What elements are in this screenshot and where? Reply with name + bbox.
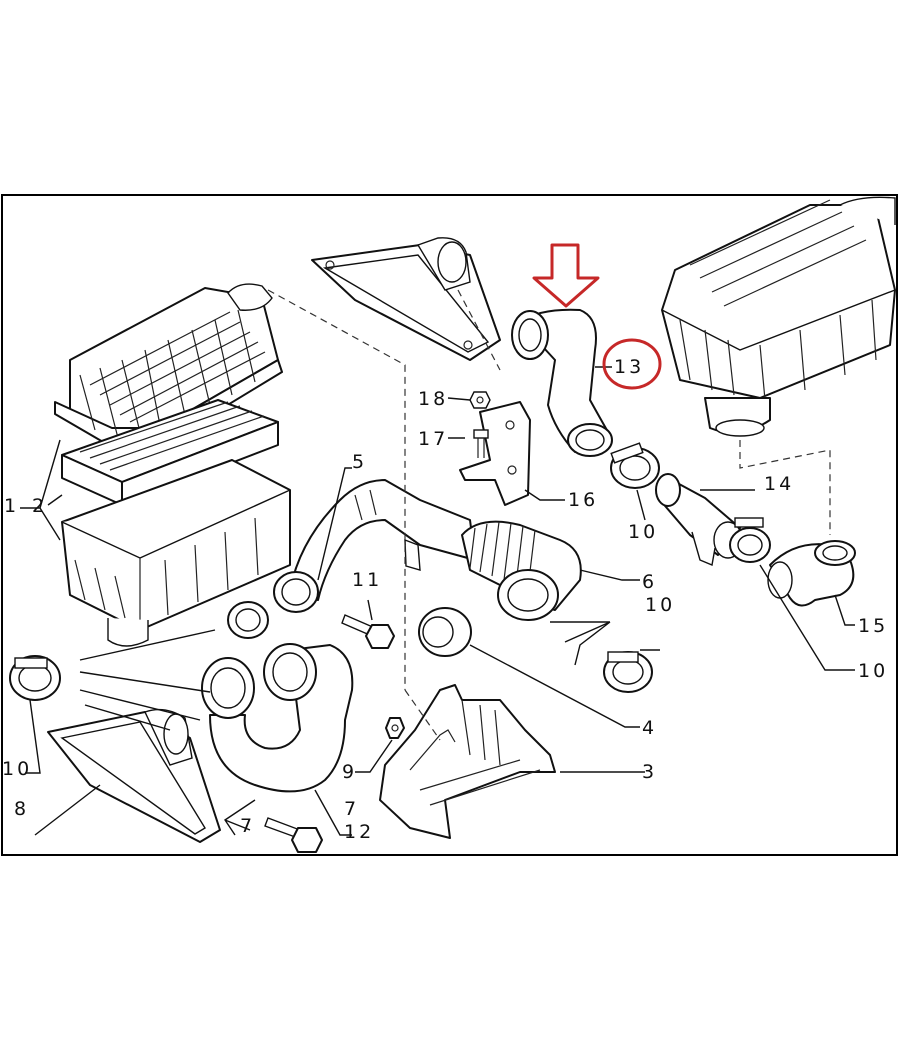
ring-part-4 bbox=[418, 607, 472, 657]
callout-4: 4 bbox=[642, 717, 657, 739]
callout-3: 3 bbox=[642, 761, 657, 783]
bolt-part-12 bbox=[264, 817, 323, 853]
bolt-part-11 bbox=[341, 614, 395, 649]
dashed-alignment-line-right bbox=[739, 440, 831, 535]
long-hose-part-5 bbox=[289, 479, 476, 601]
hose-clamp-part-10-upper bbox=[610, 442, 660, 489]
ring-seal-left bbox=[227, 571, 319, 639]
callout-12: 12 bbox=[344, 821, 374, 843]
callout-17: 17 bbox=[418, 428, 448, 450]
diagram-frame bbox=[1, 194, 898, 856]
dashed-alignment-line bbox=[457, 289, 501, 371]
callout-2: 2 bbox=[32, 495, 47, 517]
u-hose-part-7 bbox=[201, 643, 354, 793]
clip-part-9 bbox=[385, 717, 405, 739]
hose-clamp-part-10-center bbox=[603, 651, 653, 693]
callout-10-left: 10 bbox=[2, 758, 32, 780]
callout-14: 14 bbox=[764, 473, 794, 495]
dashed-line-1 bbox=[267, 289, 406, 690]
callout-10-center: 10 bbox=[645, 594, 675, 616]
callout-6: 6 bbox=[642, 571, 657, 593]
callout-10-right: 10 bbox=[858, 660, 888, 682]
callout-15: 15 bbox=[858, 615, 888, 637]
air-flow-meter-part-14 bbox=[655, 473, 743, 566]
cover-plate-part-3 bbox=[379, 684, 556, 839]
highlight-circle bbox=[602, 338, 662, 390]
callout-11: 11 bbox=[352, 569, 382, 591]
callout-13: 13 bbox=[614, 356, 644, 378]
nut-part-18 bbox=[469, 391, 491, 409]
callout-5: 5 bbox=[352, 451, 367, 473]
top-air-duct bbox=[311, 237, 501, 361]
bracket-part-16 bbox=[459, 401, 531, 506]
air-filter-assembly-left bbox=[54, 283, 291, 647]
highlight-arrow bbox=[532, 243, 600, 308]
callout-7-a: 7 bbox=[344, 798, 359, 820]
intake-hose-part-13 bbox=[511, 308, 613, 457]
callout-18: 18 bbox=[418, 388, 448, 410]
callout-7-b: 7 bbox=[240, 815, 255, 837]
callout-8: 8 bbox=[14, 798, 29, 820]
callout-9: 9 bbox=[342, 761, 357, 783]
hose-clamp-part-10-left bbox=[9, 655, 61, 701]
hose-clamp-part-10-right bbox=[729, 517, 771, 563]
callout-1: 1 bbox=[4, 495, 19, 517]
air-filter-assembly-right bbox=[661, 196, 896, 437]
bolt-part-17 bbox=[473, 429, 489, 458]
elbow-hose-part-15 bbox=[767, 540, 856, 607]
callout-10-upper: 10 bbox=[628, 521, 658, 543]
leader-lines bbox=[20, 366, 855, 836]
bellows-part-6 bbox=[461, 520, 582, 621]
bottom-duct-part-8 bbox=[47, 708, 221, 843]
dashed-line-2 bbox=[404, 689, 441, 741]
callout-16: 16 bbox=[568, 489, 598, 511]
